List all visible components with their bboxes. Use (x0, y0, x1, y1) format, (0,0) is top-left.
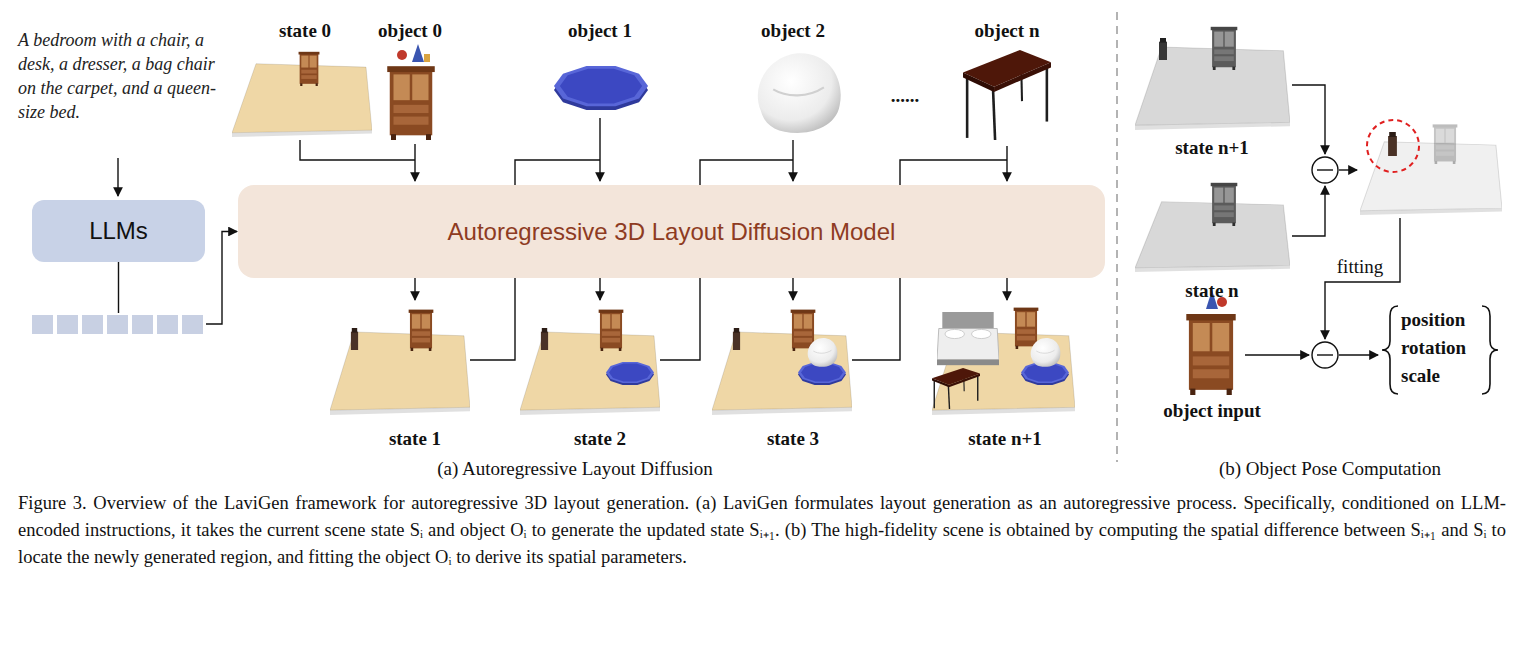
image-label: object 2 (761, 20, 825, 42)
image-label: object input (1163, 400, 1261, 422)
panel-subtitle: (a) Autoregressive Layout Diffusion (437, 458, 713, 480)
llm-box: LLMs (32, 200, 205, 262)
image-label: state 2 (574, 428, 626, 450)
node-text: LLMs (89, 217, 148, 245)
image-label: state n+1 (968, 428, 1042, 450)
panel-subtitle: (b) Object Pose Computation (1219, 458, 1441, 480)
output-param: scale (1401, 365, 1440, 387)
image-label: object 1 (568, 20, 632, 42)
image-label: state 3 (767, 428, 819, 450)
ellipsis: ...... (891, 85, 920, 107)
prompt-text: A bedroom with a chair, a desk, a dresse… (18, 28, 230, 124)
image-label: object 0 (378, 20, 442, 42)
output-param: rotation (1401, 337, 1466, 359)
node-text: Autoregressive 3D Layout Diffusion Model (448, 218, 896, 246)
image-label: state 0 (279, 20, 331, 42)
image-label: object n (975, 20, 1040, 42)
output-param: position (1401, 309, 1465, 331)
image-label: state 1 (389, 428, 441, 450)
model-box: Autoregressive 3D Layout Diffusion Model (238, 185, 1105, 278)
image-label: state n (1185, 280, 1238, 302)
step-label: fitting (1337, 256, 1383, 278)
image-label: state n+1 (1175, 137, 1249, 159)
figure-caption: Figure 3. Overview of the LaviGen framew… (18, 490, 1506, 571)
